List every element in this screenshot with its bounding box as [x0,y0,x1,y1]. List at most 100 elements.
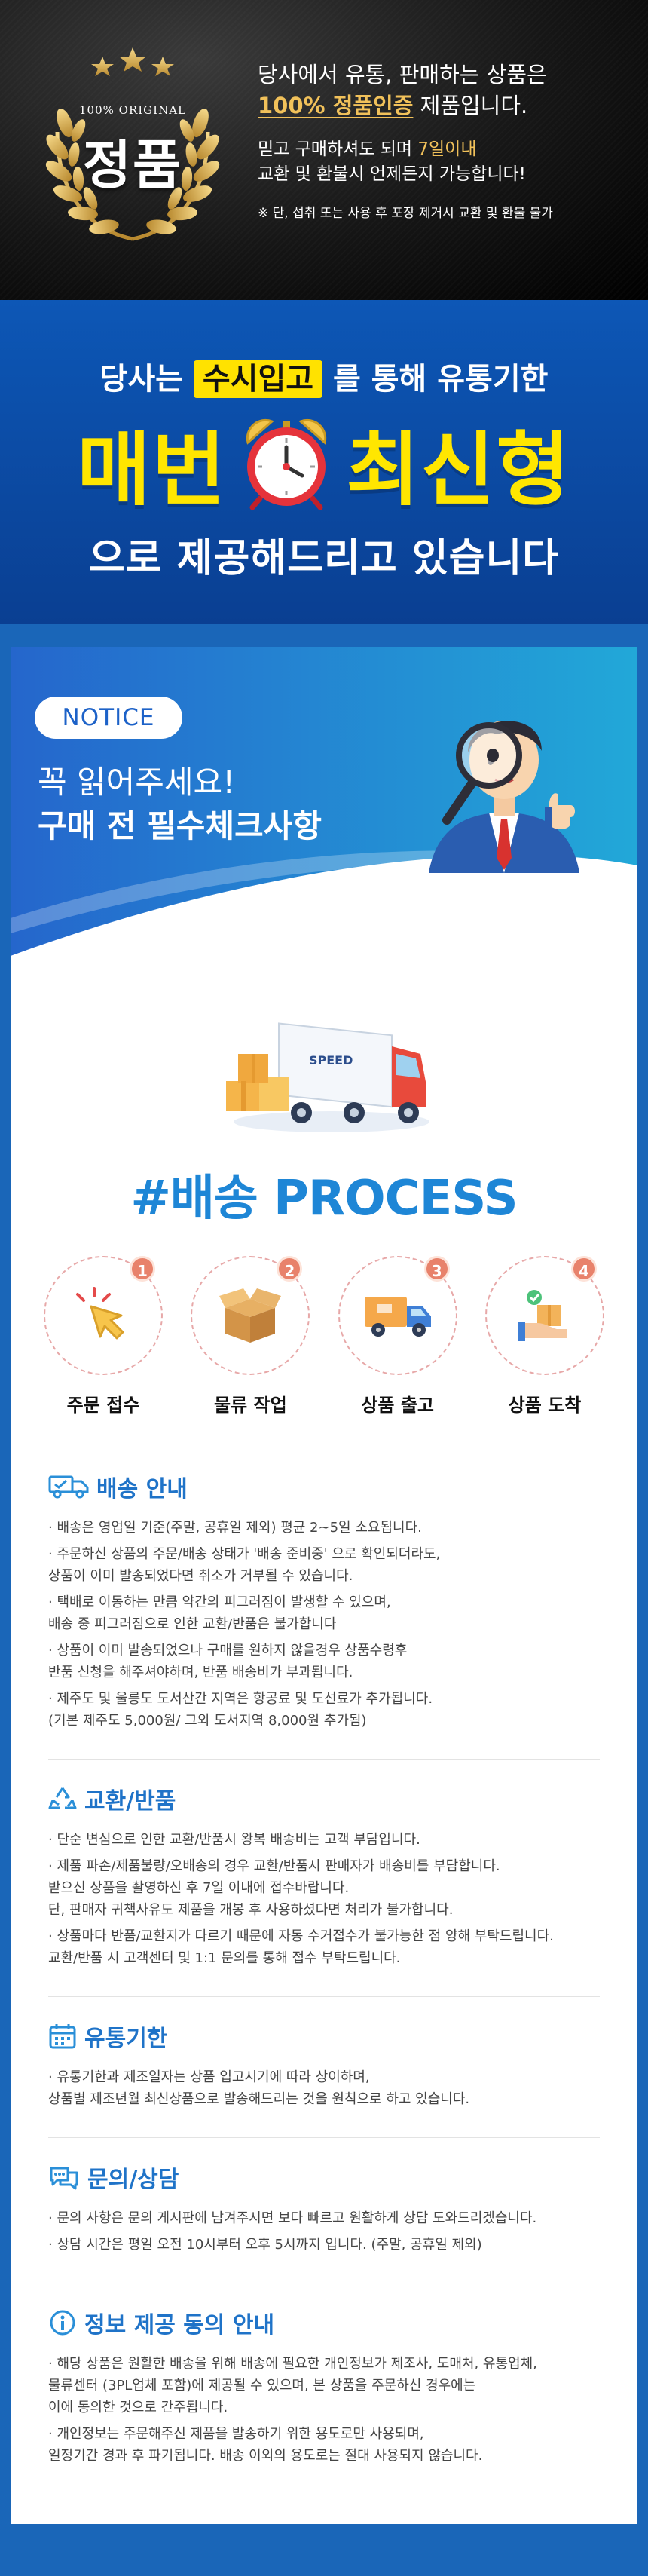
step-label: 물류 작업 [213,1395,287,1416]
truck-icon [48,1475,89,1499]
businessman-magnifier-illustration [429,721,579,873]
exchange-info-section: 교환/반품 · 단순 변심으로 인한 교환/반품시 왕복 배송비는 고객 부담입… [11,1760,637,1996]
list-item: · 유통기한과 제조일자는 상품 입고시기에 따라 상이하며, 상품별 제조년월… [48,2066,600,2110]
latest-line1-post: 를 통해 유통기한 [322,362,549,397]
list-line: · 택배로 이동하는 만큼 약간의 피그러짐이 발생할 수 있으며, [48,1594,391,1610]
step-number: 3 [423,1256,450,1282]
pointer-hand-icon [76,1287,124,1340]
box-icon [219,1288,282,1343]
expiry-info-section: 유통기한 · 유통기한과 제조일자는 상품 입고시기에 따라 상이하며, 상품별… [11,1997,637,2137]
expiry-info-list: · 유통기한과 제조일자는 상품 입고시기에 따라 상이하며, 상품별 제조년월… [48,2066,600,2110]
genuine-badge: 100% ORIGINAL 정품 [35,41,231,253]
shipping-title-text: 배송 안내 [96,1476,188,1502]
badge-top-text: 100% ORIGINAL [79,103,186,117]
section-divider [48,1759,600,1760]
list-line: 반품 신청을 해주셔야하며, 반품 배송비가 부과됩니다. [48,1665,353,1680]
privacy-title-text: 정보 제공 동의 안내 [84,2312,275,2339]
list-item: · 문의 사항은 문의 게시판에 남겨주시면 보다 빠르고 원활하게 상담 도와… [48,2207,600,2229]
list-line: 일정기간 경과 후 파기됩니다. 배송 이외의 용도로는 절대 사용되지 않습니… [48,2448,483,2464]
genuine-banner: 100% ORIGINAL 정품 당사에서 유통, 판매하는 상품은 100% … [0,0,648,300]
genuine-text-block: 당사에서 유통, 판매하는 상품은 100% 정품인증 제품입니다. 믿고 구매… [258,60,640,221]
delivered-box-icon [517,1290,567,1341]
step-label: 상품 출고 [361,1395,434,1416]
list-line: · 제주도 및 울릉도 도서산간 지역은 항공료 및 도선료가 추가됩니다. [48,1691,433,1707]
section-divider [48,2137,600,2138]
expiry-info-title: 유통기한 [48,2020,600,2053]
latest-line2: 매번 최신형 [0,410,648,516]
list-item: · 해당 상품은 원활한 배송을 위해 배송에 필요한 개인정보가 제조사, 도… [48,2353,600,2418]
list-line: · 상품마다 반품/교환지가 다르기 때문에 자동 수거접수가 불가능한 점 양… [48,1928,554,1944]
latest-stock-banner: 당사는 수시입고 를 통해 유통기한 매번 최신형 으로 제공해드리고 있습니다 [0,300,648,624]
box-icon [226,1054,289,1111]
list-line: · 유통기한과 제조일자는 상품 입고시기에 따라 상이하며, [48,2069,370,2085]
process-step-4: 4 상품 도착 [484,1256,604,1417]
process-step-2: 2 물류 작업 [191,1256,310,1417]
step-circle: 4 [484,1256,604,1375]
process-step-3: 3 상품 출고 [338,1256,457,1417]
chat-icon [50,2167,78,2190]
genuine-line3: 믿고 구매하셔도 되며 7일이내 [258,137,640,162]
exchange-info-title: 교환/반품 [48,1782,600,1815]
list-line: 받으신 상품을 촬영하신 후 7일 이내에 접수바랍니다. [48,1880,350,1896]
laurel-wreath-icon [45,47,220,241]
step-circle: 3 [338,1256,457,1375]
inquiry-title-text: 문의/상담 [87,2167,179,2193]
list-line: · 상담 시간은 평일 오전 10시부터 오후 5시까지 입니다. (주말, 공… [48,2237,482,2253]
alarm-clock-icon [246,418,327,510]
list-line: · 개인정보는 주문해주신 제품을 발송하기 위한 용도로만 사용되며, [48,2426,424,2442]
magnifier-icon [442,722,522,825]
list-item: · 배송은 영업일 기준(주말, 공휴일 제외) 평균 2~5일 소요됩니다. [48,1517,600,1539]
list-line: 교환/반품 시 고객센터 및 1:1 문의를 통해 접수 부탁드립니다. [48,1950,401,1966]
latest-pill: 수시입고 [193,360,323,398]
genuine-line2: 100% 정품인증 제품입니다. [258,90,640,121]
list-line: · 해당 상품은 원활한 배송을 위해 배송에 필요한 개인정보가 제조사, 도… [48,2356,537,2372]
latest-word-left: 매번 [77,424,228,516]
list-item: · 주문하신 상품의 주문/배송 상태가 '배송 준비중' 으로 확인되더라도,… [48,1543,600,1587]
badge-main-text: 정품 [82,134,183,196]
step-label: 상품 도착 [508,1395,582,1416]
step-number: 1 [130,1256,155,1282]
shipping-info-list: · 배송은 영업일 기준(주말, 공휴일 제외) 평균 2~5일 소요됩니다. … [48,1517,600,1732]
step-circle: 1 [44,1256,163,1375]
inquiry-info-title: 문의/상담 [48,2161,600,2194]
notice-pill: NOTICE [35,697,182,739]
shipping-info-section: 배송 안내 · 배송은 영업일 기준(주말, 공휴일 제외) 평균 2~5일 소… [11,1447,637,1759]
exchange-info-list: · 단순 변심으로 인한 교환/반품시 왕복 배송비는 고객 부담입니다. · … [48,1829,600,1969]
notice-title-1: 꼭 읽어주세요! [38,764,236,801]
card-bottom-spacer [11,2494,637,2524]
latest-line1-pre: 당사는 [99,362,194,397]
list-item: · 상품이 이미 발송되었으나 구매를 원하지 않을경우 상품수령후 반품 신청… [48,1640,600,1683]
list-line: 배송 중 피그러짐으로 인한 교환/반품은 불가합니다 [48,1616,337,1632]
notice-card-wrapper: NOTICE 꼭 읽어주세요! 구매 전 필수체크사항 [0,624,648,2536]
latest-line1: 당사는 수시입고 를 통해 유통기한 [0,354,648,398]
genuine-note: ※ 단, 섭취 또는 사용 후 포장 제거시 교환 및 환불 불가 [258,206,553,221]
list-line: · 상품이 이미 발송되었으나 구매를 원하지 않을경우 상품수령후 [48,1643,408,1659]
privacy-info-list: · 해당 상품은 원활한 배송을 위해 배송에 필요한 개인정보가 제조사, 도… [48,2353,600,2467]
process-steps: 1 주문 접수 2 [11,1229,637,1417]
latest-word-right: 최신형 [346,424,571,516]
step-label: 주문 접수 [66,1395,140,1416]
latest-line3: 으로 제공해드리고 있습니다 [88,536,560,581]
privacy-info-section: 정보 제공 동의 안내 · 해당 상품은 원활한 배송을 위해 배송에 필요한 … [11,2283,637,2494]
list-line: 상품별 제조년월 최신상품으로 발송해드리는 것을 원칙으로 하고 있습니다. [48,2091,470,2107]
notice-header: NOTICE 꼭 읽어주세요! 구매 전 필수체크사항 [11,647,637,956]
notice-title-2: 구매 전 필수체크사항 [38,807,322,844]
calendar-icon [49,2024,76,2049]
expiry-title-text: 유통기한 [84,2026,168,2052]
privacy-info-title: 정보 제공 동의 안내 [48,2306,600,2339]
list-line: 물류센터 (3PL업체 포함)에 제공될 수 있으며, 본 상품을 주문하신 경… [48,2378,476,2394]
list-line: 이에 동의한 것으로 간주됩니다. [48,2400,228,2415]
genuine-line1: 당사에서 유통, 판매하는 상품은 [258,62,547,87]
list-item: · 단순 변심으로 인한 교환/반품시 왕복 배송비는 고객 부담입니다. [48,1829,600,1851]
genuine-line3-pre: 믿고 구매하셔도 되며 [258,139,418,159]
section-divider [48,1996,600,1997]
list-line: · 주문하신 상품의 주문/배송 상태가 '배송 준비중' 으로 확인되더라도, [48,1546,441,1562]
process-title: #배송 PROCESS [130,1171,518,1227]
list-item: · 상담 시간은 평일 오전 10시부터 오후 5시까지 입니다. (주말, 공… [48,2234,600,2256]
list-item: · 제품 파손/제품불량/오배송의 경우 교환/반품시 판매자가 배송비를 부담… [48,1855,600,1921]
genuine-highlight: 100% 정품인증 [258,93,414,118]
list-line: 단, 판매자 귀책사유도 제품을 개봉 후 사용하셨다면 처리가 불가합니다. [48,1902,454,1918]
list-item: · 상품마다 반품/교환지가 다르기 때문에 자동 수거접수가 불가능한 점 양… [48,1925,600,1969]
list-line: · 배송은 영업일 기준(주말, 공휴일 제외) 평균 2~5일 소요됩니다. [48,1520,422,1536]
step-circle: 2 [191,1256,310,1375]
